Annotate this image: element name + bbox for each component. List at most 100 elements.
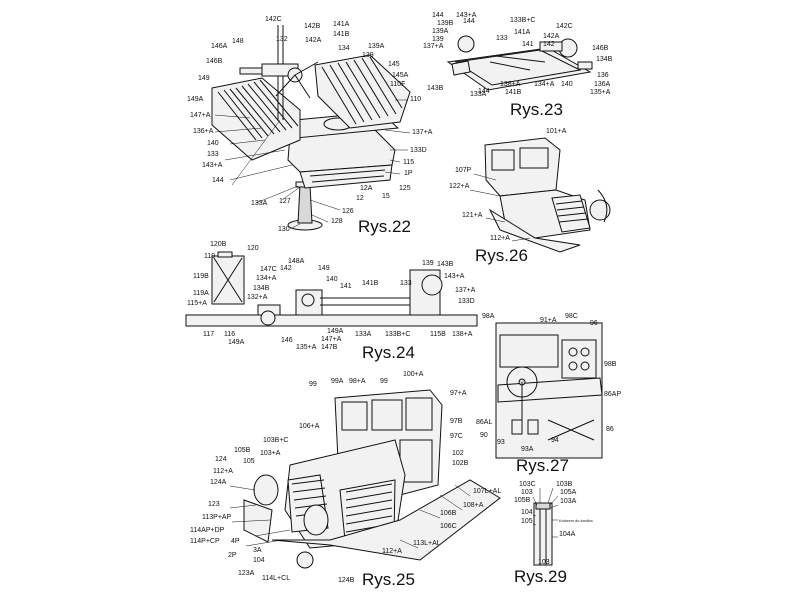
- figure-rys22: 142C 142B 141A 141B 148 132 142A 134 146…: [187, 16, 433, 236]
- label: 133A: [470, 91, 487, 98]
- label: 133D: [410, 147, 427, 154]
- label: 106B: [440, 510, 457, 517]
- jack-stand: [287, 181, 323, 231]
- label: 136: [597, 72, 609, 79]
- right-radiator: [314, 54, 411, 129]
- label: 120: [247, 245, 259, 252]
- label: 132: [276, 36, 288, 43]
- label: 137+A: [412, 129, 433, 136]
- label: 86: [606, 426, 614, 433]
- label: 112+A: [213, 468, 233, 475]
- label: 134+A: [256, 275, 277, 282]
- label: 3A: [253, 547, 262, 554]
- truck-front-view: [243, 389, 501, 569]
- label: 94: [551, 437, 559, 444]
- label: 112+A: [490, 235, 510, 242]
- label: 139A: [368, 43, 385, 50]
- label: 115B: [430, 331, 446, 338]
- label: 103: [521, 489, 533, 496]
- figure-title: Rys.29: [514, 567, 567, 586]
- label: 134: [338, 45, 350, 52]
- label: 124A: [210, 479, 227, 486]
- label: 141B: [362, 280, 379, 287]
- label: 101+A: [546, 128, 567, 135]
- label: 136+A: [193, 128, 214, 135]
- label: 98C: [565, 313, 578, 320]
- side-view-chassis: [185, 251, 478, 327]
- figure-rys26: 101+A 107P 122+A 121+A 112+A Rys.26: [449, 128, 611, 265]
- label: 100+A: [403, 371, 424, 378]
- label: 97+A: [450, 390, 467, 397]
- rys22-leaders: [214, 99, 411, 230]
- label: 144: [432, 12, 444, 19]
- label: 139A: [432, 28, 449, 35]
- figure-title: Rys.23: [510, 100, 563, 119]
- label: 147+A: [190, 112, 211, 119]
- label: 103+A: [260, 450, 281, 457]
- label: 86AL: [476, 419, 492, 426]
- label: 99: [309, 381, 317, 388]
- figure-title: Rys.26: [475, 246, 528, 265]
- label: 134+A: [534, 81, 555, 88]
- label: 104: [253, 557, 265, 564]
- label: 142C: [556, 23, 573, 30]
- label: 12A: [360, 185, 373, 192]
- label: 93: [497, 439, 505, 446]
- label: 145A: [392, 72, 409, 79]
- label: 133A: [355, 331, 372, 338]
- label: 105B: [514, 497, 531, 504]
- label: 132+A: [247, 294, 268, 301]
- label: 141A: [514, 29, 531, 36]
- label: 105A: [560, 489, 577, 496]
- label: 136A: [594, 81, 611, 88]
- label: 110F: [390, 81, 405, 88]
- label: 12: [356, 195, 364, 202]
- label: 123A: [238, 570, 255, 577]
- label: 144: [212, 177, 224, 184]
- label: 15: [382, 193, 390, 200]
- label: 139: [422, 260, 434, 267]
- label: 119: [204, 253, 215, 260]
- label: 135+A: [590, 89, 611, 96]
- label: 133: [496, 35, 508, 42]
- label: 115+A: [187, 300, 207, 307]
- label: 142: [543, 41, 555, 48]
- label: 113L+AL: [413, 540, 441, 547]
- label: 146: [281, 337, 293, 344]
- label: 97C: [450, 433, 463, 440]
- left-radiator: [211, 77, 301, 161]
- label: 86AP: [604, 391, 621, 398]
- figure-title: Rys.27: [516, 456, 569, 475]
- label: 90: [480, 432, 488, 439]
- label: 147+A: [321, 336, 342, 343]
- note-text: Kolorem do środka: [559, 518, 593, 523]
- label: 140: [561, 81, 573, 88]
- label: 103A: [560, 498, 577, 505]
- label: 121+A: [462, 212, 483, 219]
- label: 149A: [228, 339, 245, 346]
- label: 91+A: [540, 317, 557, 324]
- label: 140: [326, 276, 338, 283]
- rys27-labels: 98A 91+A 98C 96 98B 86AP 86AL 90 93 93A …: [476, 313, 621, 453]
- figure-rys29: 103C 103 105B 103B 105A 103A 104 105 104…: [514, 481, 593, 586]
- label: 99A: [331, 378, 344, 385]
- label: 135+A: [296, 344, 317, 351]
- label: 102: [452, 450, 464, 457]
- figure-rys23: 143+A 144 133B+C 142C 139B 144 139A 139 …: [423, 12, 613, 119]
- rys25-leaders: [229, 484, 471, 549]
- label: 148: [232, 38, 244, 45]
- label: 103B+C: [263, 437, 289, 444]
- label: 119B: [193, 273, 209, 280]
- label: 104: [521, 509, 533, 516]
- label: 149A: [327, 328, 344, 335]
- label: 128: [331, 218, 343, 225]
- truck-cab-view: [484, 137, 611, 253]
- dashboard-panel: [495, 322, 603, 459]
- label: 98A: [482, 313, 495, 320]
- label: 137+A: [423, 43, 444, 50]
- label: 139: [362, 52, 374, 59]
- label: 133D: [458, 298, 475, 305]
- label: 141B: [505, 89, 522, 96]
- label: 114AP+DP: [190, 527, 225, 534]
- figure-rys27: 98A 91+A 98C 96 98B 86AP 86AL 90 93 93A …: [476, 313, 621, 475]
